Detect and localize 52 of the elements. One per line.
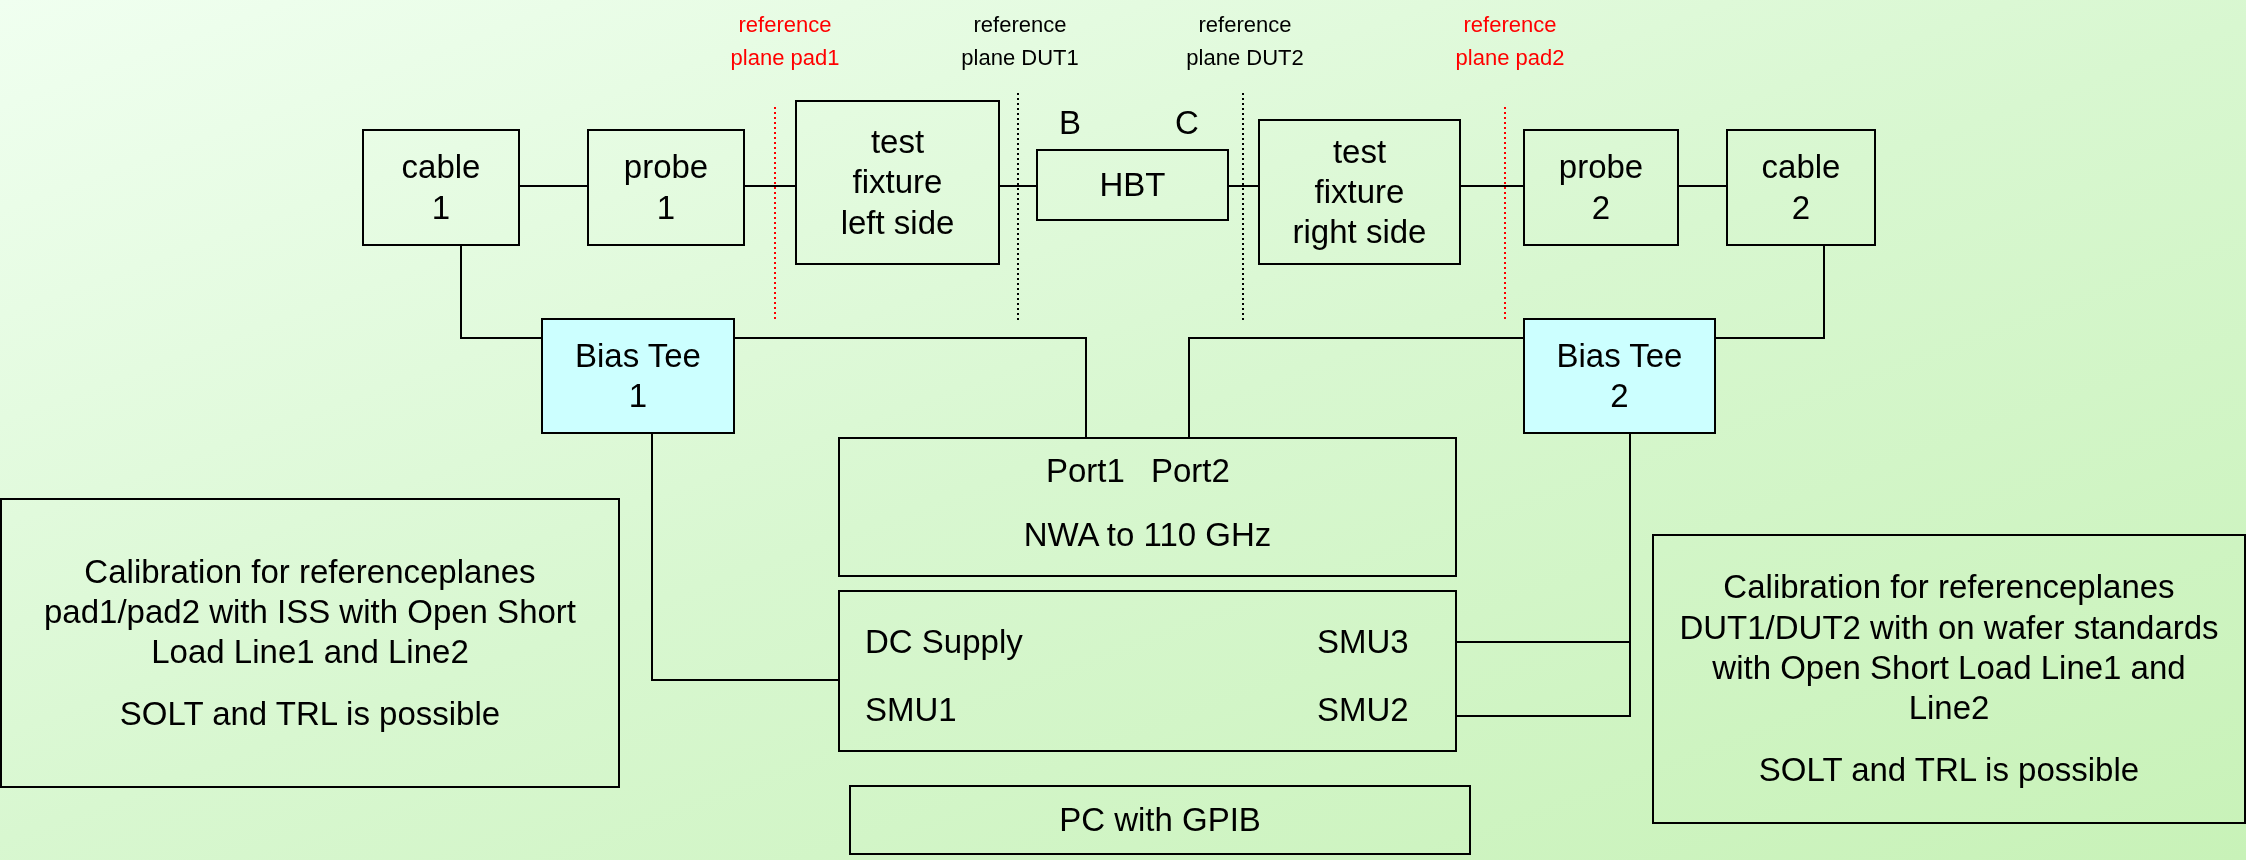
terminal-label: C (1174, 103, 1200, 143)
box-label: HBT (1099, 164, 1166, 205)
box-label: SMU1 (865, 690, 957, 730)
box-label: Calibration for referenceplanes pad1/pad2 with ISS with Open Short Load Line1 and Line2 (43, 551, 577, 672)
process-box (1036, 149, 1229, 221)
terminal-label: B (1058, 103, 1082, 143)
process-box (795, 100, 1000, 265)
box-label: Bias Tee 1 (574, 335, 702, 416)
bias-tee-box (541, 318, 735, 434)
box-label: test fixture right side (1291, 131, 1428, 253)
process-box (838, 437, 1457, 577)
box-label: cable 1 (400, 147, 482, 228)
reference-plane-label: reference plane pad2 (1454, 11, 1566, 72)
box-label: Port1 (1046, 451, 1125, 491)
box-label: test fixture left side (839, 122, 956, 243)
connector-line (1460, 185, 1524, 187)
connector-line (1188, 337, 1524, 438)
process-box (838, 590, 1457, 752)
box-label: Bias Tee 2 (1555, 335, 1684, 416)
box-label: SMU2 (1317, 690, 1409, 730)
box-label: DC Supply (865, 622, 1023, 662)
connector-line (744, 185, 796, 187)
reference-plane-label: reference plane DUT1 (960, 11, 1080, 72)
reference-plane-label: reference plane DUT2 (1185, 11, 1305, 72)
box-label: cable 2 (1760, 147, 1842, 228)
process-box (362, 129, 520, 246)
connector-line (519, 185, 588, 187)
connector-line (999, 185, 1037, 187)
connector-line (1228, 185, 1259, 187)
box-label: NWA to 110 GHz (1022, 515, 1273, 555)
connector-line (460, 245, 542, 339)
box-label: SOLT and TRL is possible (119, 694, 501, 735)
note-box (1652, 534, 2246, 824)
process-box (1258, 119, 1461, 265)
bias-tee-box (1523, 318, 1716, 434)
process-box (849, 785, 1471, 855)
connector-line (1678, 185, 1727, 187)
box-label: SMU3 (1317, 622, 1409, 662)
reference-plane-label: reference plane pad1 (729, 11, 841, 72)
box-label: SOLT and TRL is possible (1758, 750, 2140, 791)
box-label: probe 1 (622, 147, 710, 228)
box-label: Calibration for referenceplanes DUT1/DUT2 with on wafer standards with Open Short Load Line1 and Line2 (1678, 567, 2220, 729)
connector-line (651, 433, 839, 681)
connector-line (1715, 245, 1825, 339)
box-label: PC with GPIB (1059, 799, 1261, 840)
box-label: probe 2 (1557, 147, 1645, 228)
process-box (1523, 129, 1679, 246)
connector-line (734, 337, 1087, 438)
process-box (587, 129, 745, 246)
note-box (0, 498, 620, 788)
box-label: Port2 (1151, 451, 1230, 491)
process-box (1726, 129, 1876, 246)
